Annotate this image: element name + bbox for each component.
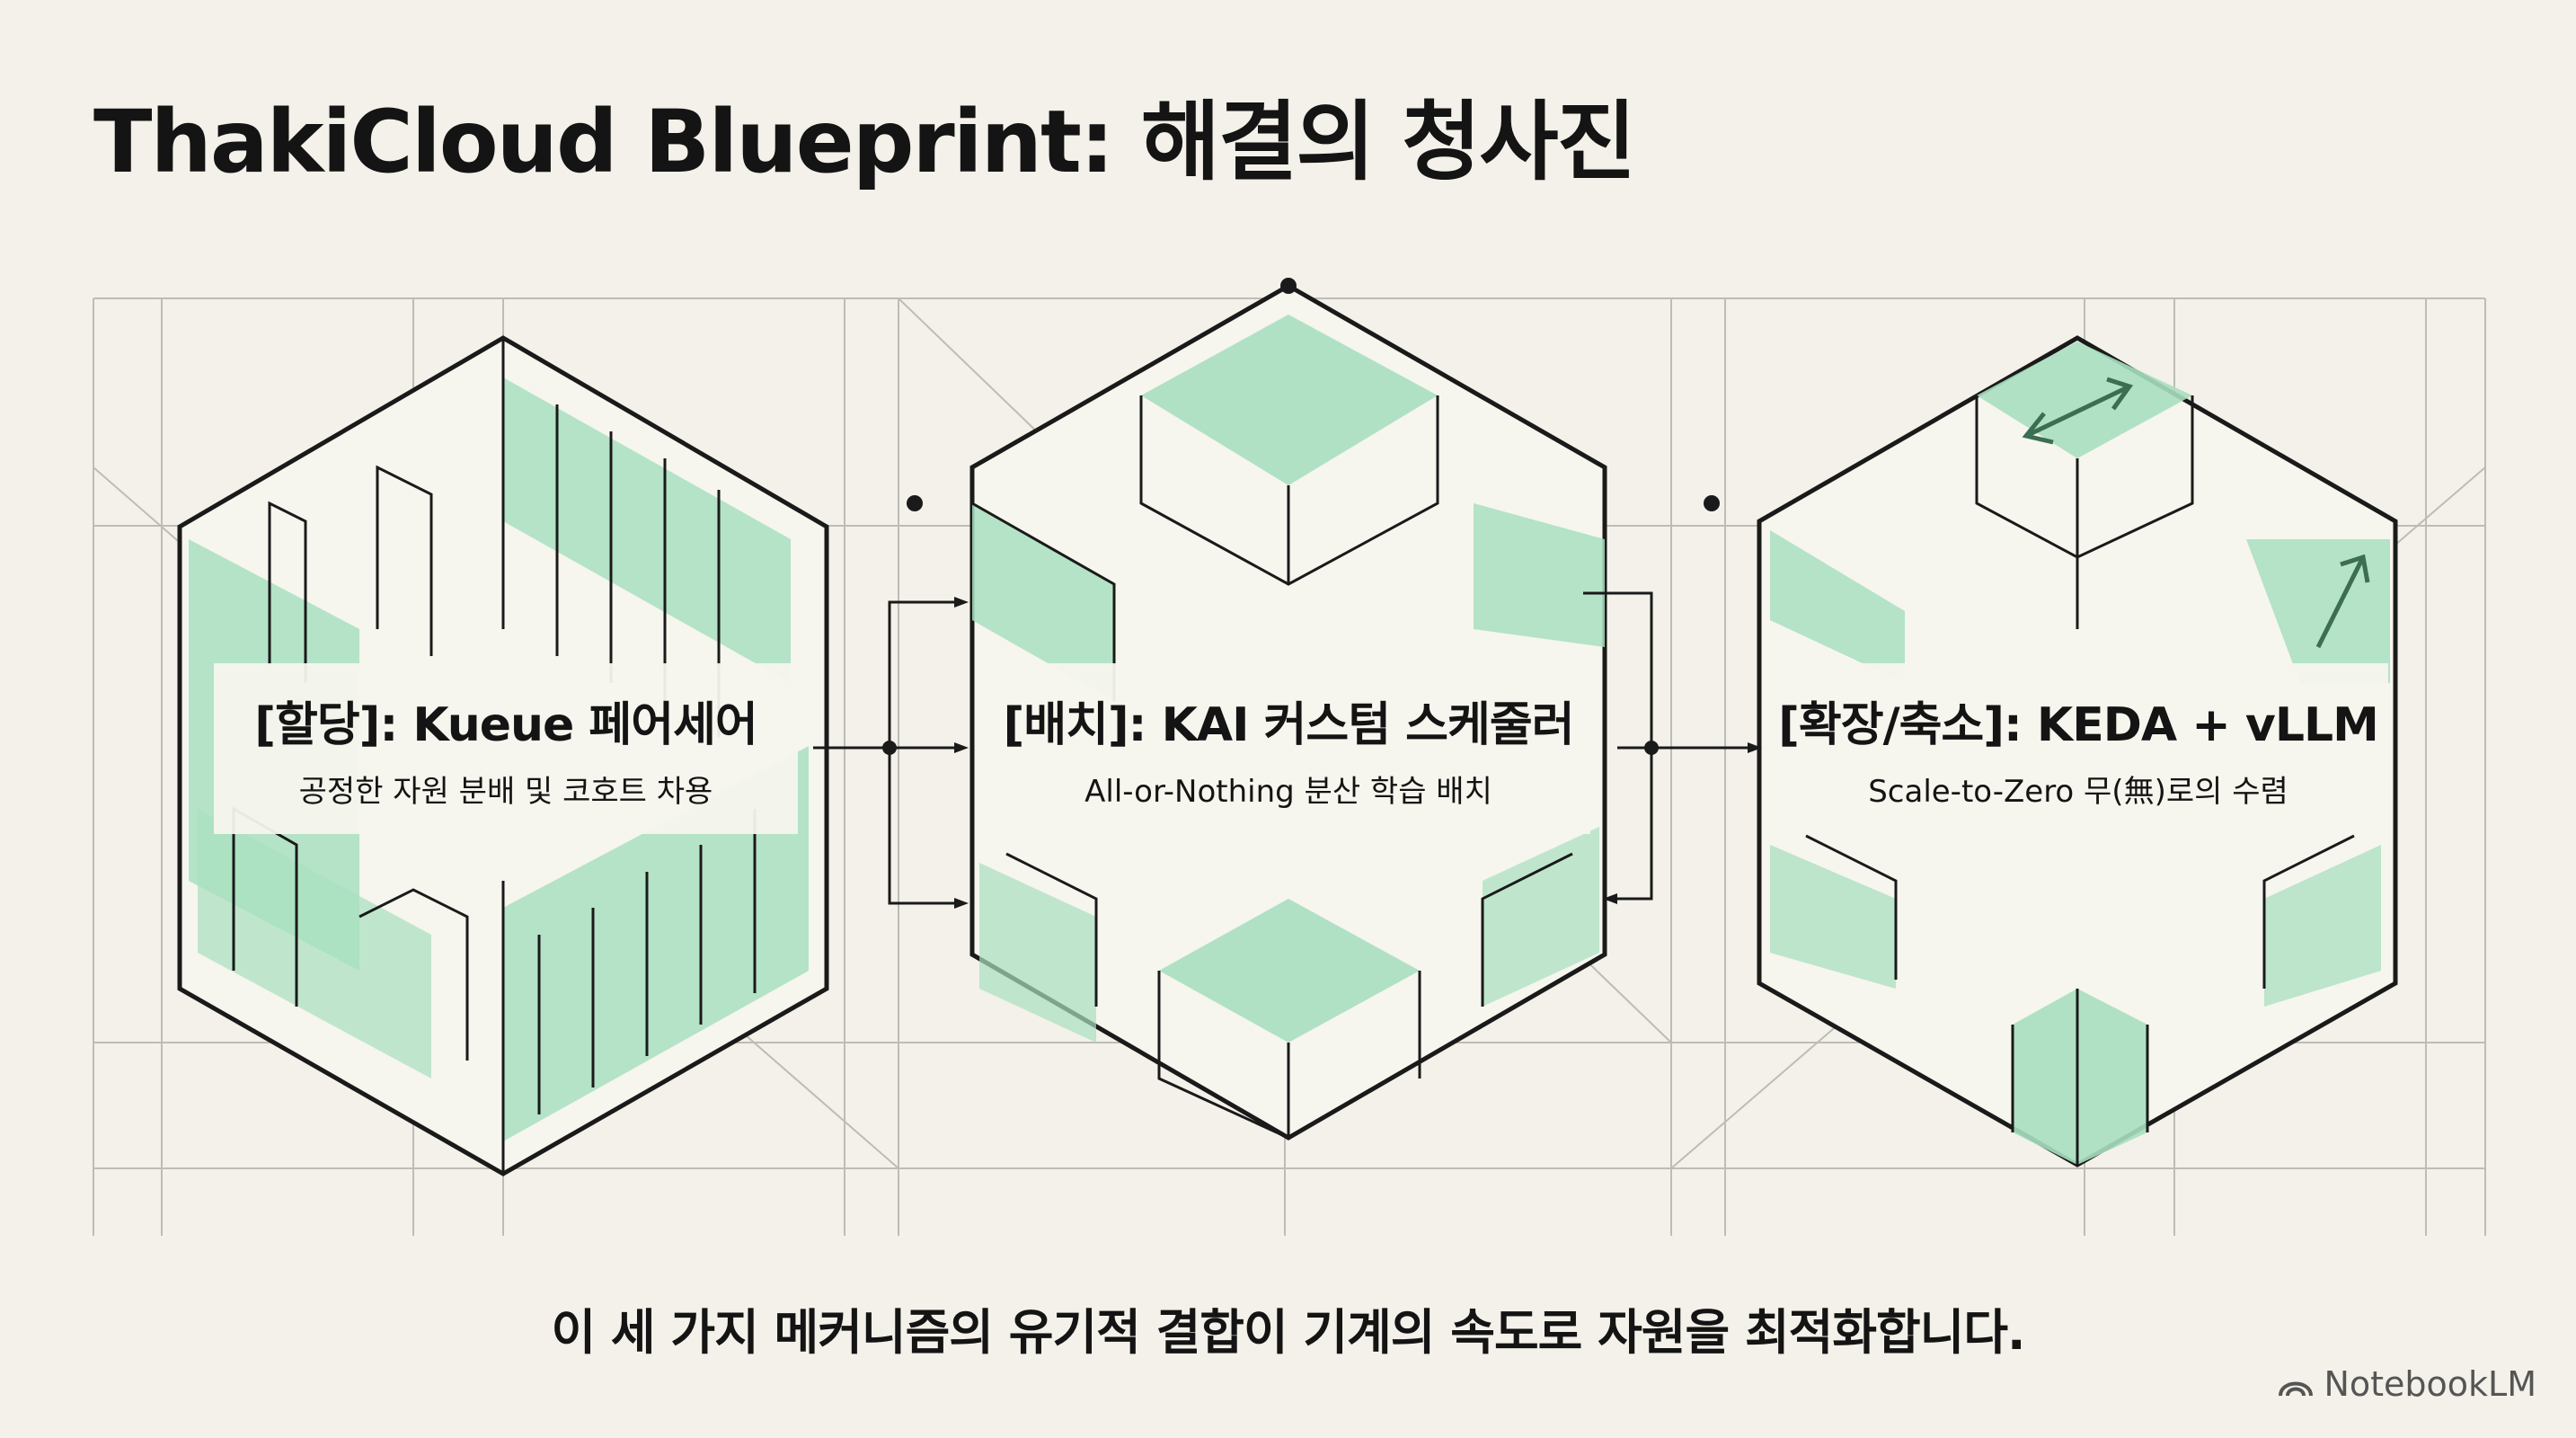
stage-label-scaling: [확장/축소]: KEDA + vLLM Scale-to-Zero 무(無)로… — [1768, 663, 2388, 834]
stage-label-allocation: [할당]: Kueue 페어세어 공정한 자원 분배 및 코호트 차용 — [214, 663, 798, 834]
connector-nodes — [882, 278, 1762, 909]
scale-arrow-icon — [2022, 377, 2370, 649]
stage-heading: [배치]: KAI 커스텀 스케줄러 — [1003, 698, 1574, 752]
flow-connectors — [813, 591, 1748, 905]
brand-watermark: NotebookLM — [2277, 1364, 2536, 1404]
notebooklm-logo-icon — [2279, 1381, 2314, 1397]
stage-subtitle: 공정한 자원 분배 및 코호트 차용 — [298, 774, 713, 810]
page-title: ThakiCloud Blueprint: 해결의 청사진 — [93, 92, 1636, 192]
conclusion-text: 이 세 가지 메커니즘의 유기적 결합이 기계의 속도로 자원을 최적화합니다. — [551, 1304, 2025, 1361]
stage-heading: [확장/축소]: KEDA + vLLM — [1778, 698, 2379, 752]
brand-name: NotebookLM — [2324, 1364, 2536, 1404]
stage-heading: [할당]: Kueue 페어세어 — [254, 698, 758, 752]
stage-subtitle: Scale-to-Zero 무(無)로의 수렴 — [1868, 774, 2288, 810]
stage-subtitle: All-or-Nothing 분산 학습 배치 — [1084, 774, 1492, 810]
stage-label-placement: [배치]: KAI 커스텀 스케줄러 All-or-Nothing 분산 학습 … — [987, 663, 1590, 834]
kai-scheduler-hexagon-illustration — [969, 283, 1607, 1141]
